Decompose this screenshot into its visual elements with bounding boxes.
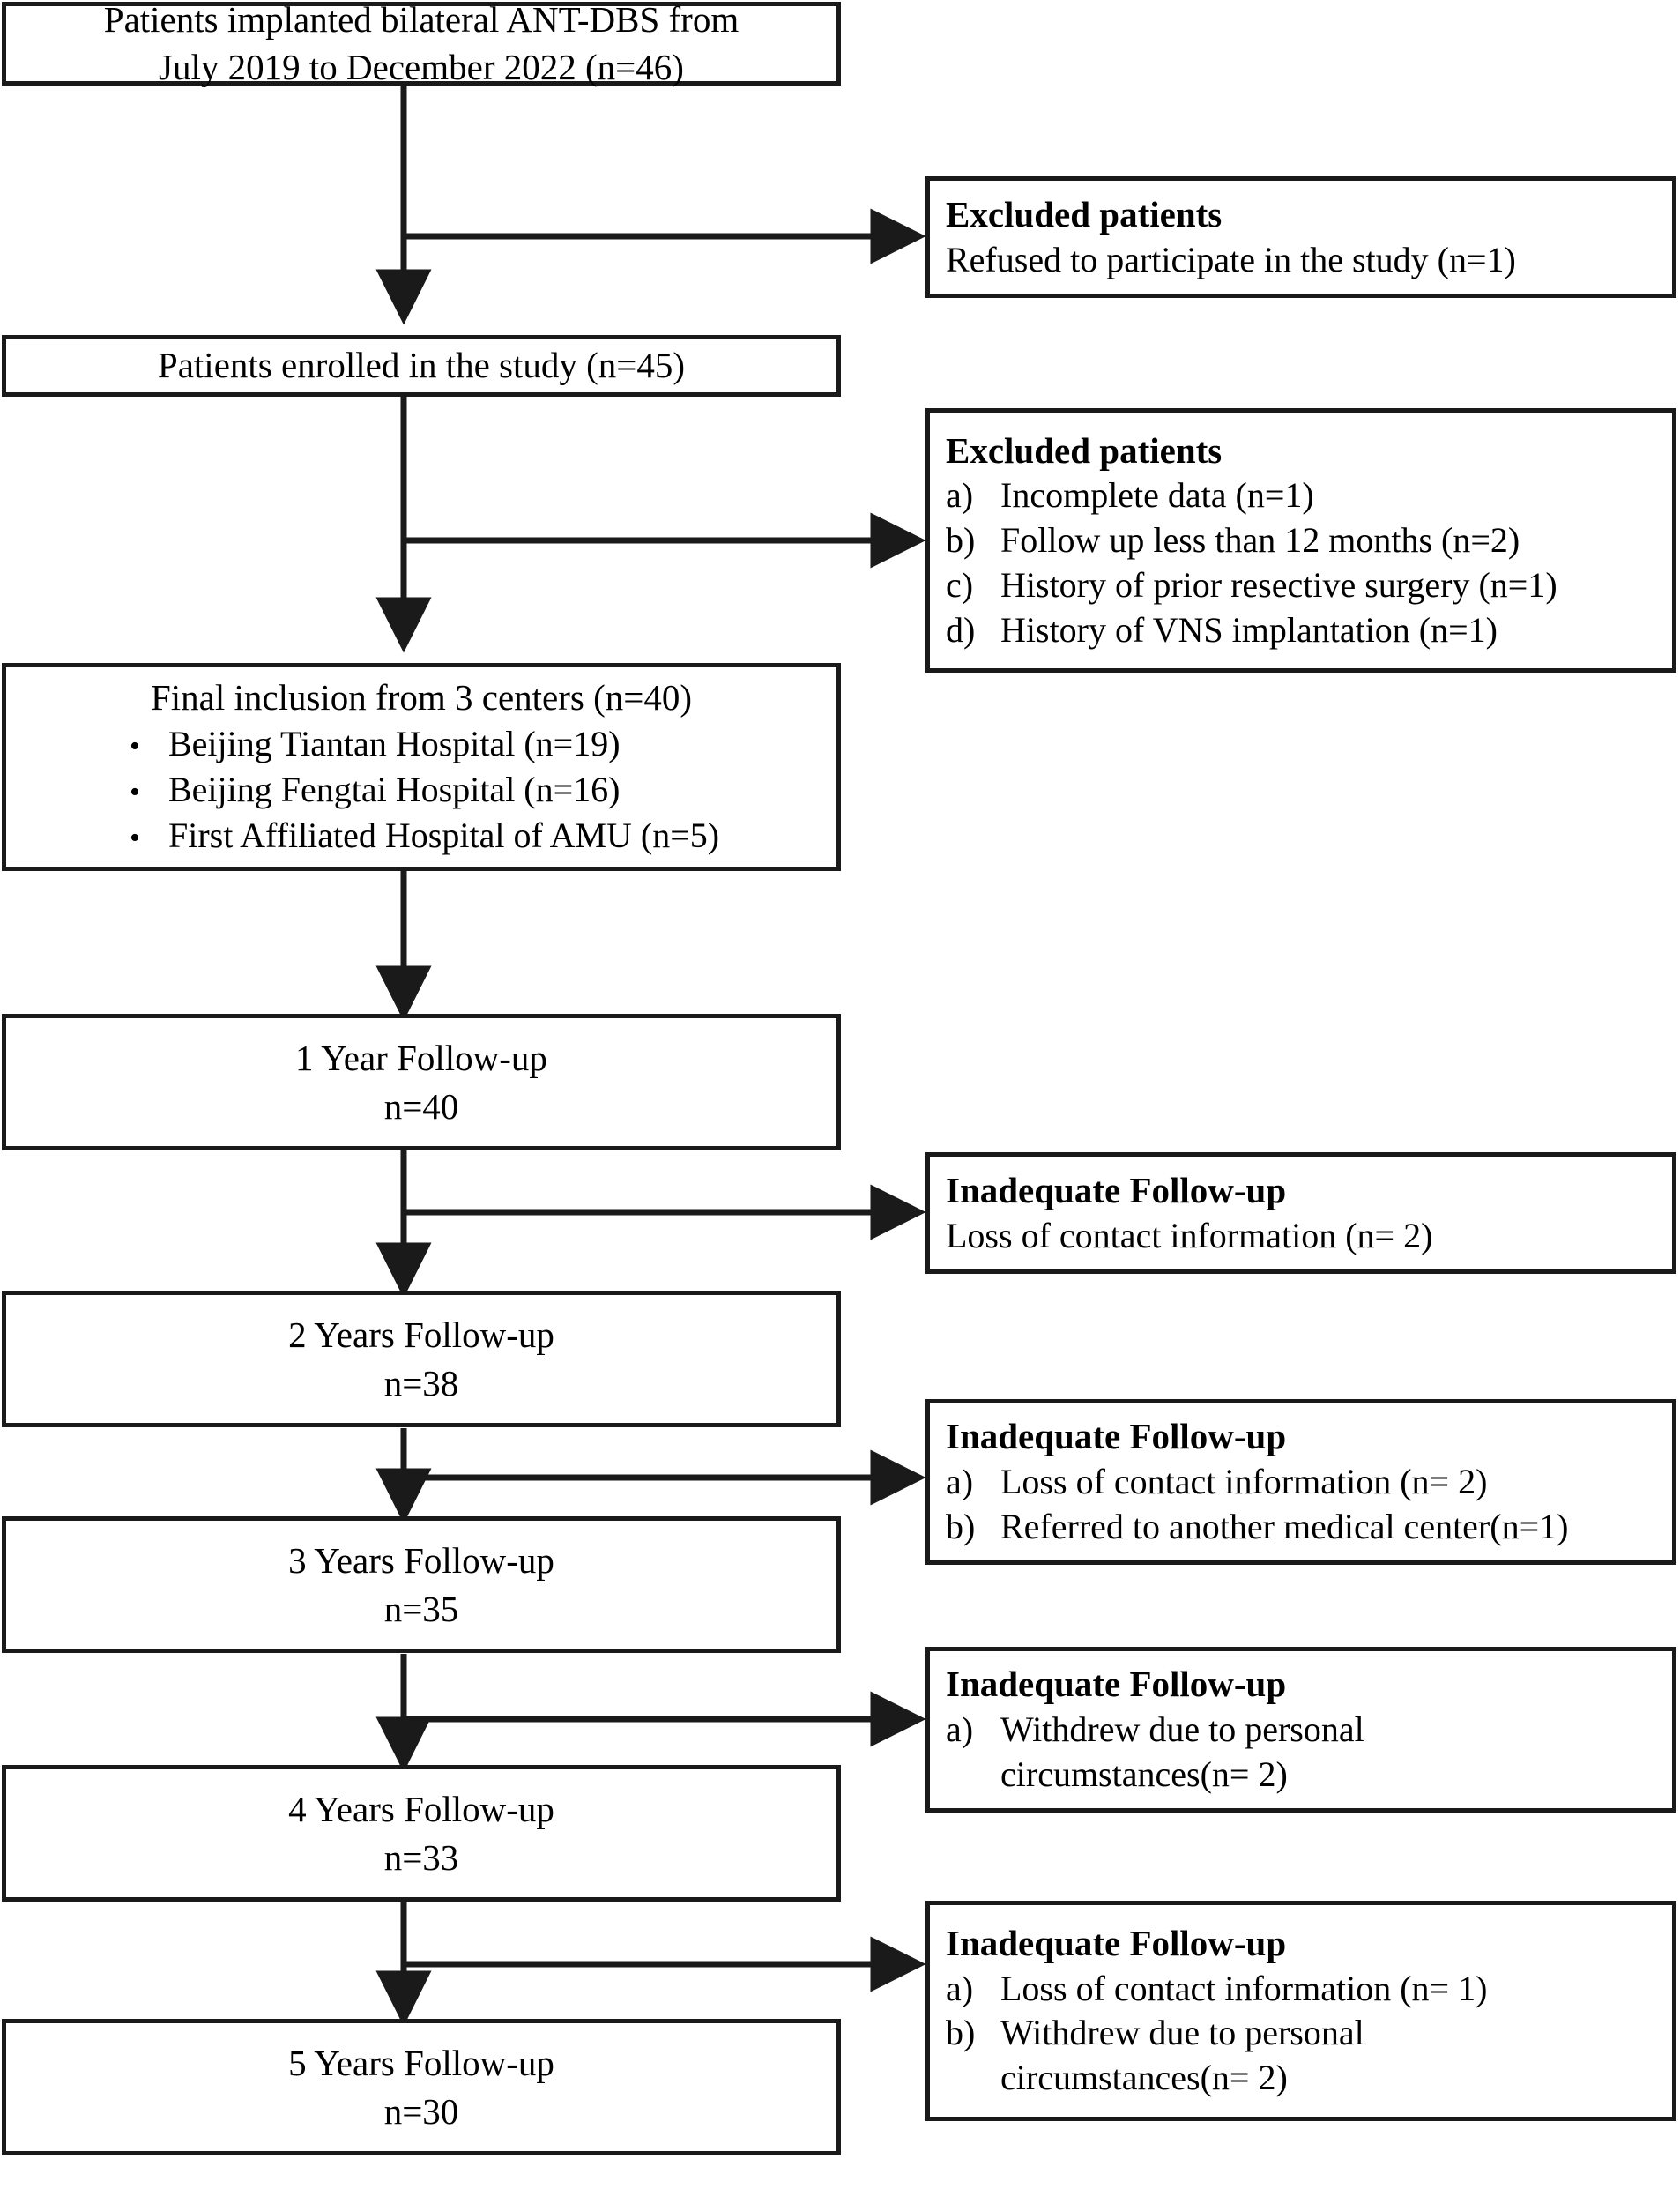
list-marker: b) xyxy=(946,2013,976,2053)
inadequate-4-heading: Inadequate Follow-up xyxy=(946,1922,1287,1963)
inadequate-2-heading: Inadequate Follow-up xyxy=(946,1416,1287,1457)
final-inclusion-centers: • Beijing Tiantan Hospital (n=19) • Beij… xyxy=(6,721,836,859)
followup-2-title: 2 Years Follow-up xyxy=(288,1314,554,1356)
node-inadequate-followup-1[interactable]: Inadequate Follow-up Loss of contact inf… xyxy=(925,1152,1676,1274)
followup-5-count: n=30 xyxy=(383,2090,459,2132)
followup-1-count: n=40 xyxy=(383,1085,459,1127)
node-final-inclusion[interactable]: Final inclusion from 3 centers (n=40) • … xyxy=(2,663,841,871)
followup-4-count: n=33 xyxy=(383,1836,459,1878)
list-text: History of VNS implantation (n=1) xyxy=(1000,609,1498,650)
node-inadequate-followup-3[interactable]: Inadequate Follow-up a) Withdrew due to … xyxy=(925,1647,1676,1813)
center-name: Beijing Fengtai Hospital (n=16) xyxy=(168,770,621,810)
node-inadequate-followup-2[interactable]: Inadequate Follow-up a) Loss of contact … xyxy=(925,1399,1676,1565)
node-source[interactable]: Patients implanted bilateral ANT-DBS fro… xyxy=(2,0,841,87)
node-enrolled[interactable]: Patients enrolled in the study (n=45) xyxy=(2,335,841,397)
inadequate-2-list: a) Loss of contact information (n= 2) b)… xyxy=(930,1460,1680,1550)
list-item: b) Withdrew due to personal circumstance… xyxy=(946,2011,1680,2101)
inadequate-4-list: a) Loss of contact information (n= 1) b)… xyxy=(930,1967,1680,2101)
list-item: a) Loss of contact information (n= 2) xyxy=(946,1460,1680,1505)
list-marker: b) xyxy=(946,520,976,561)
followup-5-title: 5 Years Follow-up xyxy=(288,2043,554,2084)
list-item: c) History of prior resective surgery (n… xyxy=(946,563,1680,608)
node-followup-year-1[interactable]: 1 Year Follow-up n=40 xyxy=(2,1014,841,1150)
excluded-2-list: a) Incomplete data (n=1) b) Follow up le… xyxy=(930,473,1680,652)
list-text: Loss of contact information (n= 2) xyxy=(1000,1462,1488,1502)
list-item: • First Affiliated Hospital of AMU (n=5) xyxy=(6,813,836,859)
final-inclusion-heading: Final inclusion from 3 centers (n=40) xyxy=(150,677,693,718)
list-item: • Beijing Fengtai Hospital (n=16) xyxy=(6,767,836,813)
list-marker: c) xyxy=(946,564,974,605)
bullet-icon: • xyxy=(130,822,140,855)
list-item: d) History of VNS implantation (n=1) xyxy=(946,608,1680,653)
node-followup-year-4[interactable]: 4 Years Follow-up n=33 xyxy=(2,1765,841,1902)
list-text: Follow up less than 12 months (n=2) xyxy=(1000,520,1520,561)
list-marker: b) xyxy=(946,1506,976,1546)
list-text: Withdrew due to personal circumstances(n… xyxy=(1000,1709,1364,1794)
excluded-1-line: Refused to participate in the study (n=1… xyxy=(946,239,1516,279)
list-marker: a) xyxy=(946,475,974,516)
followup-2-count: n=38 xyxy=(383,1362,459,1403)
excluded-2-heading: Excluded patients xyxy=(946,429,1223,471)
list-item: a) Incomplete data (n=1) xyxy=(946,473,1680,518)
list-marker: d) xyxy=(946,609,976,650)
list-text: History of prior resective surgery (n=1) xyxy=(1000,564,1557,605)
inadequate-3-heading: Inadequate Follow-up xyxy=(946,1664,1287,1705)
list-item: a) Loss of contact information (n= 1) xyxy=(946,1967,1680,2012)
center-name: Beijing Tiantan Hospital (n=19) xyxy=(168,724,621,764)
inadequate-1-line: Loss of contact information (n= 2) xyxy=(946,1215,1433,1255)
followup-3-title: 3 Years Follow-up xyxy=(288,1540,554,1582)
list-marker: a) xyxy=(946,1709,974,1750)
node-followup-year-5[interactable]: 5 Years Follow-up n=30 xyxy=(2,2019,841,2155)
node-enrolled-text: Patients enrolled in the study (n=45) xyxy=(157,345,686,386)
node-inadequate-followup-4[interactable]: Inadequate Follow-up a) Loss of contact … xyxy=(925,1901,1676,2121)
followup-1-title: 1 Year Follow-up xyxy=(295,1038,547,1079)
node-followup-year-3[interactable]: 3 Years Follow-up n=35 xyxy=(2,1516,841,1653)
inadequate-1-heading: Inadequate Follow-up xyxy=(946,1169,1287,1210)
list-item: b) Referred to another medical center(n=… xyxy=(946,1505,1680,1550)
list-text: Referred to another medical center(n=1) xyxy=(1000,1506,1569,1546)
followup-4-title: 4 Years Follow-up xyxy=(288,1789,554,1830)
followup-3-count: n=35 xyxy=(383,1588,459,1629)
bullet-icon: • xyxy=(130,730,140,763)
node-followup-year-2[interactable]: 2 Years Follow-up n=38 xyxy=(2,1291,841,1427)
inadequate-3-list: a) Withdrew due to personal circumstance… xyxy=(930,1708,1680,1798)
node-excluded-patients-2[interactable]: Excluded patients a) Incomplete data (n=… xyxy=(925,408,1676,673)
list-text: Incomplete data (n=1) xyxy=(1000,475,1314,516)
list-item: b) Follow up less than 12 months (n=2) xyxy=(946,518,1680,563)
bullet-icon: • xyxy=(130,776,140,809)
center-name: First Affiliated Hospital of AMU (n=5) xyxy=(168,815,720,856)
node-excluded-patients-1[interactable]: Excluded patients Refused to participate… xyxy=(925,176,1676,298)
list-text: Withdrew due to personal circumstances(n… xyxy=(1000,2013,1364,2098)
excluded-1-heading: Excluded patients xyxy=(946,193,1223,235)
list-item: a) Withdrew due to personal circumstance… xyxy=(946,1708,1680,1798)
list-text: Loss of contact information (n= 1) xyxy=(1000,1968,1488,2008)
list-marker: a) xyxy=(946,1462,974,1502)
node-source-text: Patients implanted bilateral ANT-DBS fro… xyxy=(103,0,740,87)
list-marker: a) xyxy=(946,1968,974,2008)
list-item: • Beijing Tiantan Hospital (n=19) xyxy=(6,721,836,767)
